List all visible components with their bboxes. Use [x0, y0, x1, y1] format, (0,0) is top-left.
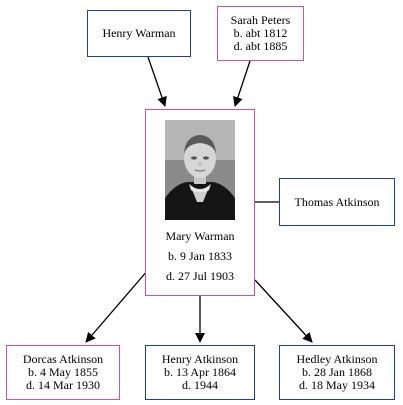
person-birth: b. 4 May 1855 — [28, 365, 98, 379]
person-birth: b. 13 Apr 1864 — [164, 365, 236, 379]
portrait-photo — [165, 120, 235, 220]
edge-mary-warman-to-hedley-atkinson — [254, 279, 313, 343]
person-dorcas-atkinson[interactable]: Dorcas Atkinson b. 4 May 1855 d. 14 Mar … — [6, 345, 120, 400]
person-name: Henry Warman — [102, 26, 176, 40]
person-name: Dorcas Atkinson — [22, 352, 104, 366]
edge-henry-warman-to-mary-warman — [147, 56, 167, 107]
person-death: d. 27 Jul 1903 — [165, 269, 234, 283]
person-death: d. 1944 — [182, 378, 218, 392]
person-thomas-atkinson[interactable]: Thomas Atkinson — [279, 178, 395, 226]
person-birth: b. 28 Jan 1868 — [302, 365, 372, 379]
person-name: Sarah Peters — [230, 13, 291, 27]
person-hedley-atkinson[interactable]: Hedley Atkinson b. 28 Jan 1868 d. 18 May… — [279, 345, 395, 400]
person-henry-warman[interactable]: Henry Warman — [87, 10, 191, 57]
person-birth: b. 9 Jan 1833 — [168, 249, 232, 263]
edge-sarah-peters-to-mary-warman — [233, 60, 251, 107]
person-name: Henry Atkinson — [161, 352, 239, 366]
person-birth: b. abt 1812 — [233, 26, 288, 40]
person-death: d. abt 1885 — [233, 39, 288, 53]
person-death: d. 18 May 1934 — [299, 378, 375, 392]
person-name: Hedley Atkinson — [296, 352, 378, 366]
person-henry-atkinson[interactable]: Henry Atkinson b. 13 Apr 1864 d. 1944 — [145, 345, 255, 400]
edge-mary-warman-to-dorcas-atkinson — [85, 269, 149, 343]
person-name: Mary Warman — [165, 229, 235, 243]
person-sarah-peters[interactable]: Sarah Peters b. abt 1812 d. abt 1885 — [217, 6, 304, 61]
person-name: Thomas Atkinson — [294, 194, 380, 209]
person-death: d. 14 Mar 1930 — [26, 378, 100, 392]
person-mary-warman[interactable]: Mary Warman b. 9 Jan 1833 d. 27 Jul 1903 — [145, 109, 255, 296]
